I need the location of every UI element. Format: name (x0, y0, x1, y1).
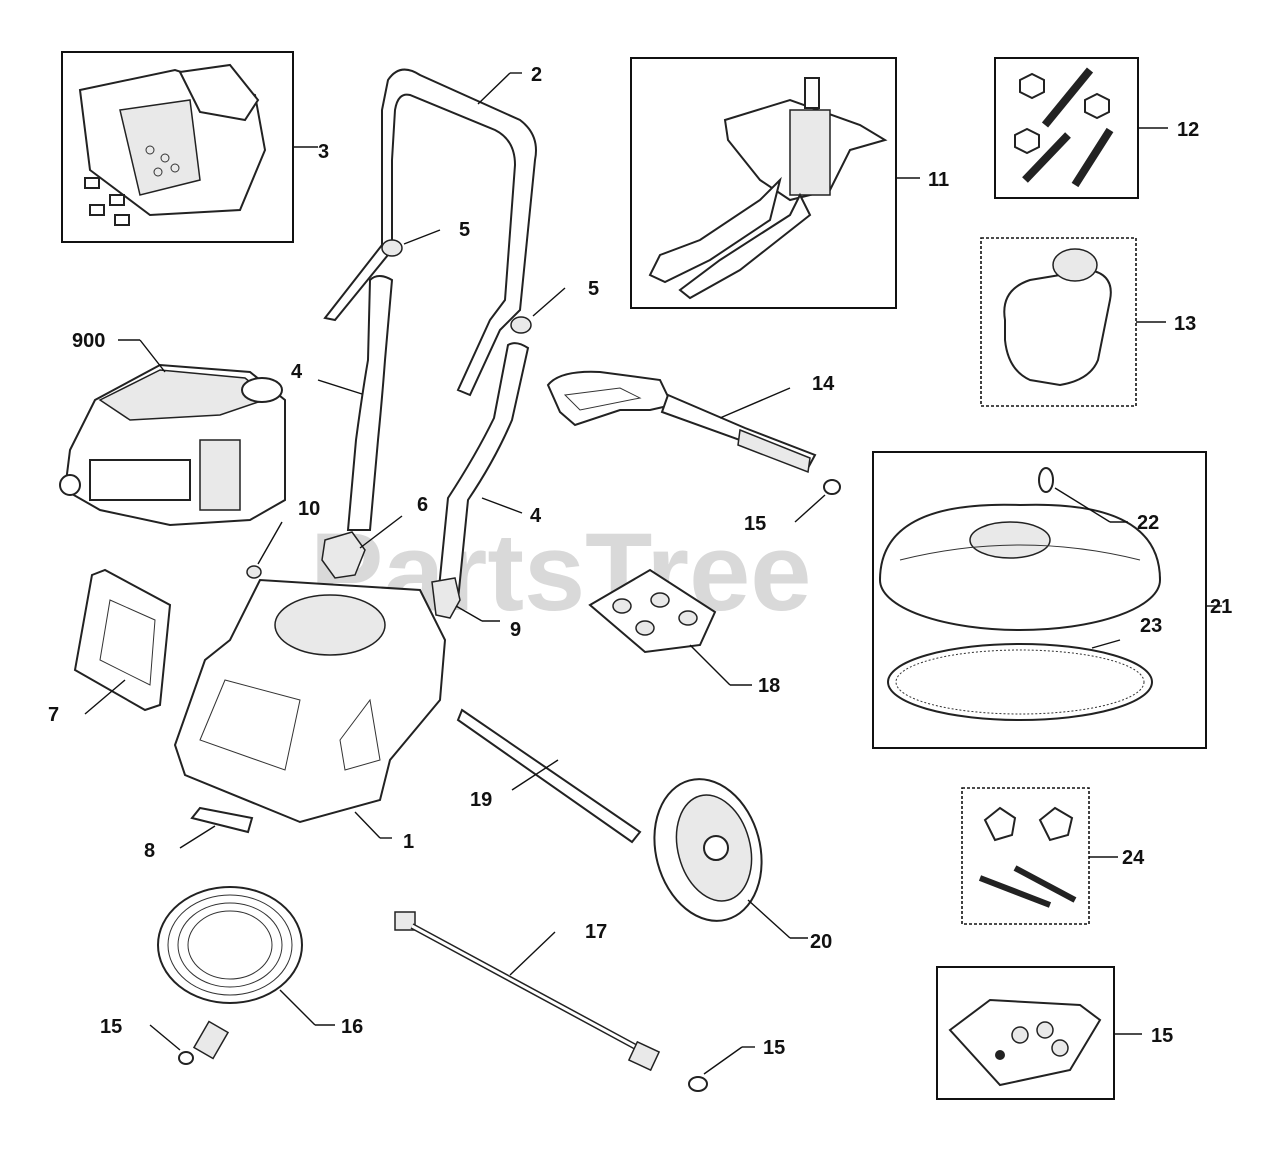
part-24-hardware (978, 806, 1077, 908)
part-900-engine (59, 363, 286, 527)
callout-15-gun: 15 (744, 513, 766, 535)
part-7 (73, 568, 172, 712)
callout-8: 8 (144, 840, 155, 862)
callout-7: 7 (48, 704, 59, 726)
part-21-surface-cleaner (879, 503, 1161, 631)
callout-3: 3 (318, 141, 329, 163)
part-12-box (994, 57, 1139, 199)
part-11-pump (648, 77, 888, 300)
callout-12: 12 (1177, 119, 1199, 141)
callout-10: 10 (298, 498, 320, 520)
callout-17: 17 (585, 921, 607, 943)
part-2-handle (323, 68, 537, 397)
part-19-axle (456, 708, 642, 844)
part-14-gun (546, 370, 817, 474)
callout-15-box: 15 (1151, 1025, 1173, 1047)
callout-14: 14 (812, 373, 835, 395)
part-3-drawing (78, 63, 267, 226)
part-13-tank (1003, 248, 1112, 387)
part-12-hardware (1014, 67, 1114, 188)
callout-24: 24 (1122, 847, 1145, 869)
part-15-washer-a (823, 479, 841, 495)
part-17-wand (394, 911, 661, 1072)
callout-2: 2 (531, 64, 542, 86)
callout-13: 13 (1174, 313, 1196, 335)
part-15-washer-b (178, 1051, 194, 1065)
part-22 (1038, 467, 1054, 493)
part-23-ring (887, 643, 1153, 721)
part-9 (431, 577, 461, 619)
part-5-grommet-a (381, 239, 403, 257)
part-6 (321, 531, 366, 579)
callout-4-right: 4 (530, 505, 542, 527)
callout-18: 18 (758, 675, 780, 697)
callout-15-hose: 15 (100, 1016, 122, 1038)
callout-900: 900 (72, 330, 105, 352)
callout-9: 9 (510, 619, 521, 641)
part-18-kit (588, 568, 717, 654)
part-16-hose (157, 886, 303, 1060)
callout-21: 21 (1210, 596, 1232, 618)
part-15-washer-c (688, 1076, 708, 1092)
part-5-grommet-b (510, 316, 532, 334)
part-15-kit (948, 998, 1102, 1087)
callout-23: 23 (1140, 615, 1162, 637)
part-10 (246, 565, 262, 579)
callout-5-right: 5 (588, 278, 599, 300)
part-24-box (961, 787, 1090, 925)
part-20-wheel (653, 778, 763, 922)
callout-6: 6 (417, 494, 428, 516)
callout-16: 16 (341, 1016, 363, 1038)
callout-4-left: 4 (291, 361, 303, 383)
callout-11: 11 (928, 169, 949, 191)
callout-5-top: 5 (459, 219, 470, 241)
part-4-tube-left (346, 275, 394, 531)
part-8 (190, 806, 254, 834)
callout-15-wand: 15 (763, 1037, 785, 1059)
part-1-frame (173, 578, 447, 824)
callout-1: 1 (403, 831, 414, 853)
callout-20: 20 (810, 931, 832, 953)
callout-22: 22 (1137, 512, 1159, 534)
part-4-tube-right (436, 342, 530, 602)
callout-19: 19 (470, 789, 492, 811)
